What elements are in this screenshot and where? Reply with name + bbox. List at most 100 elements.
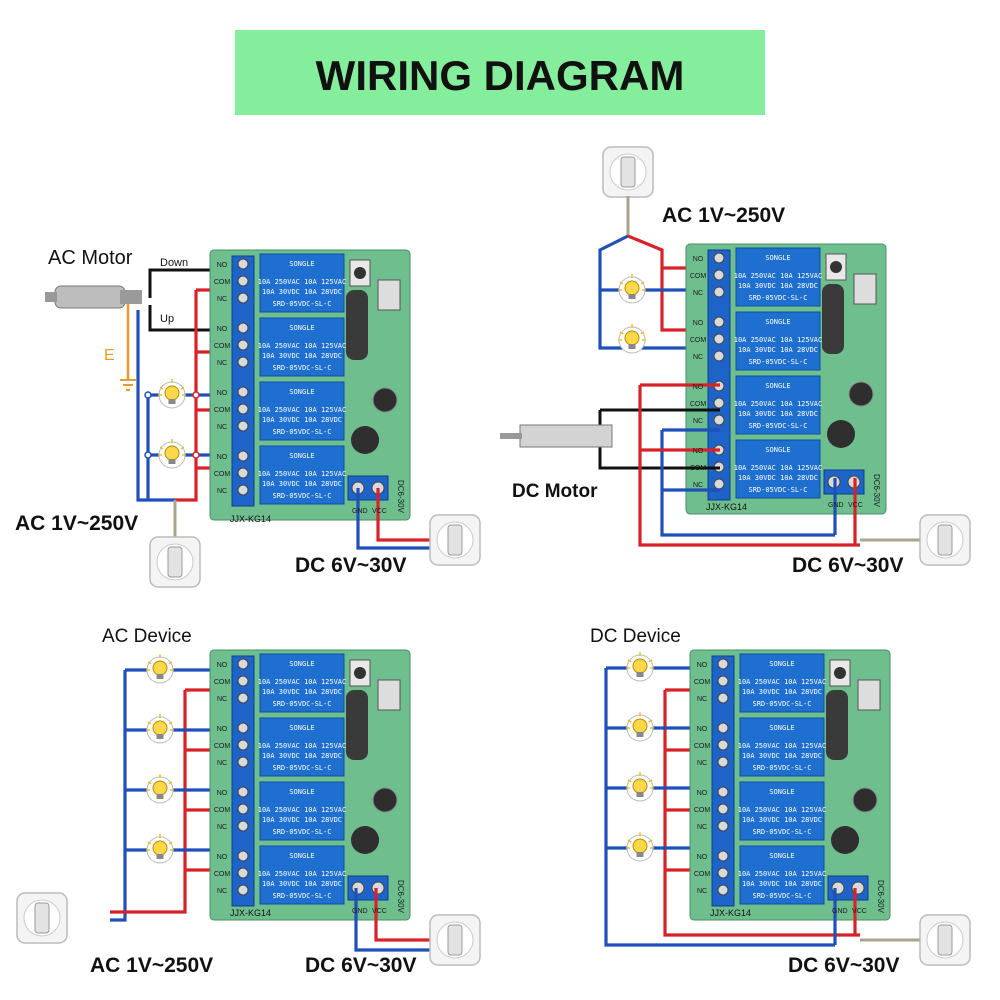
- relay-rating-1: 10A 250VAC 10A 125VAC: [258, 742, 347, 750]
- relay-brand: SONGLE: [769, 660, 794, 668]
- terminal-label: NO: [693, 448, 704, 455]
- terminal-label: NO: [693, 320, 704, 327]
- terminal-label: NC: [697, 824, 707, 831]
- relay-model: SRD-05VDC-SL-C: [272, 492, 331, 500]
- terminal-label: COM: [214, 743, 231, 750]
- relay-rating-2: 10A 30VDC 10A 28VDC: [262, 688, 342, 696]
- relay-rating-2: 10A 30VDC 10A 28VDC: [262, 752, 342, 760]
- relay-model: SRD-05VDC-SL-C: [752, 828, 811, 836]
- relay-brand: SONGLE: [769, 852, 794, 860]
- relay-rating-2: 10A 30VDC 10A 28VDC: [262, 352, 342, 360]
- relay-rating-1: 10A 250VAC 10A 125VAC: [258, 278, 347, 286]
- relay-rating-2: 10A 30VDC 10A 28VDC: [738, 474, 818, 482]
- terminal-label: NO: [693, 384, 704, 391]
- ac-motor-icon: [45, 285, 142, 309]
- relay-rating-2: 10A 30VDC 10A 28VDC: [262, 416, 342, 424]
- relay-brand: SONGLE: [289, 324, 314, 332]
- dc-source-label-3: DC 6V~30V: [305, 954, 416, 977]
- up-label: Up: [160, 313, 174, 325]
- relay-brand: SONGLE: [765, 318, 790, 326]
- terminal-label: NC: [217, 888, 227, 895]
- relay-rating-1: 10A 250VAC 10A 125VAC: [738, 742, 827, 750]
- relay-brand: SONGLE: [289, 852, 314, 860]
- terminal-label: NC: [217, 760, 227, 767]
- terminal-label: NC: [697, 696, 707, 703]
- vcc-label: VCC: [852, 908, 867, 915]
- title-banner: [235, 30, 765, 115]
- dc-motor-icon: [500, 424, 613, 448]
- vcc-label: VCC: [372, 508, 387, 515]
- ac-source-label: AC 1V~250V: [15, 512, 138, 535]
- terminal-label: NC: [693, 482, 703, 489]
- panel-ac-motor: AC Motor Down Up E JJX-KG14 AC 1V~250V D…: [15, 247, 481, 588]
- relay-model: SRD-05VDC-SL-C: [272, 892, 331, 900]
- relay-rating-2: 10A 30VDC 10A 28VDC: [738, 410, 818, 418]
- socket-icon: [602, 146, 654, 198]
- terminal-label: NO: [217, 726, 228, 733]
- relay-model: SRD-05VDC-SL-C: [748, 358, 807, 366]
- relay-rating-2: 10A 30VDC 10A 28VDC: [262, 480, 342, 488]
- socket-icon: [919, 914, 971, 966]
- terminal-label: NC: [697, 760, 707, 767]
- terminal-label: NC: [217, 696, 227, 703]
- terminal-label: NO: [217, 790, 228, 797]
- terminal-label: COM: [214, 679, 231, 686]
- terminal-label: NO: [217, 262, 228, 269]
- gnd-label: GND: [352, 508, 368, 515]
- terminal-label: NO: [217, 662, 228, 669]
- relay-model: SRD-05VDC-SL-C: [272, 364, 331, 372]
- relay-rating-1: 10A 250VAC 10A 125VAC: [258, 806, 347, 814]
- relay-model: SRD-05VDC-SL-C: [748, 294, 807, 302]
- relay-rating-2: 10A 30VDC 10A 28VDC: [262, 816, 342, 824]
- relay-model: SRD-05VDC-SL-C: [752, 700, 811, 708]
- relay-brand: SONGLE: [769, 788, 794, 796]
- terminal-label: NO: [217, 390, 228, 397]
- down-label: Down: [160, 257, 188, 269]
- terminal-label: NO: [697, 854, 708, 861]
- relay-brand: SONGLE: [769, 724, 794, 732]
- relay-rating-1: 10A 250VAC 10A 125VAC: [258, 470, 347, 478]
- socket-icon: [149, 536, 201, 588]
- power-label: DC6-30V: [872, 474, 881, 508]
- relay-model: SRD-05VDC-SL-C: [272, 828, 331, 836]
- terminal-label: COM: [694, 743, 711, 750]
- relay-rating-1: 10A 250VAC 10A 125VAC: [734, 400, 823, 408]
- gnd-label: GND: [832, 908, 848, 915]
- relay-model: SRD-05VDC-SL-C: [272, 700, 331, 708]
- relay-model: SRD-05VDC-SL-C: [272, 300, 331, 308]
- terminal-label: NC: [693, 354, 703, 361]
- dc-motor-label: DC Motor: [512, 481, 598, 502]
- relay-rating-1: 10A 250VAC 10A 125VAC: [734, 272, 823, 280]
- relay-brand: SONGLE: [765, 382, 790, 390]
- relay-rating-2: 10A 30VDC 10A 28VDC: [742, 688, 822, 696]
- terminal-label: COM: [694, 807, 711, 814]
- relay-brand: SONGLE: [289, 724, 314, 732]
- board-id: JJX-KG14: [710, 908, 751, 918]
- socket-icon: [919, 514, 971, 566]
- terminal-label: NC: [217, 424, 227, 431]
- relay-brand: SONGLE: [289, 788, 314, 796]
- board-id: JJX-KG14: [230, 514, 271, 524]
- page-title: WIRING DIAGRAM: [316, 52, 685, 99]
- terminal-label: COM: [694, 871, 711, 878]
- terminal-label: COM: [690, 337, 707, 344]
- terminal-label: COM: [214, 343, 231, 350]
- relay-model: SRD-05VDC-SL-C: [272, 764, 331, 772]
- ac-motor-label: AC Motor: [48, 247, 133, 269]
- dc-source-label: DC 6V~30V: [295, 554, 406, 577]
- relay-brand: SONGLE: [289, 388, 314, 396]
- relay-rating-1: 10A 250VAC 10A 125VAC: [258, 870, 347, 878]
- relay-rating-1: 10A 250VAC 10A 125VAC: [738, 806, 827, 814]
- terminal-label: COM: [214, 871, 231, 878]
- power-label: DC6-30V: [396, 480, 405, 514]
- panel-dc-motor: AC 1V~250V DC Motor DC 6V~30V: [500, 146, 971, 577]
- terminal-label: NO: [697, 662, 708, 669]
- socket-icon: [429, 514, 481, 566]
- relay-brand: SONGLE: [289, 452, 314, 460]
- terminal-label: COM: [694, 679, 711, 686]
- gnd-label: GND: [352, 908, 368, 915]
- relay-model: SRD-05VDC-SL-C: [752, 764, 811, 772]
- terminal-label: COM: [214, 807, 231, 814]
- board-id: JJX-KG14: [230, 908, 271, 918]
